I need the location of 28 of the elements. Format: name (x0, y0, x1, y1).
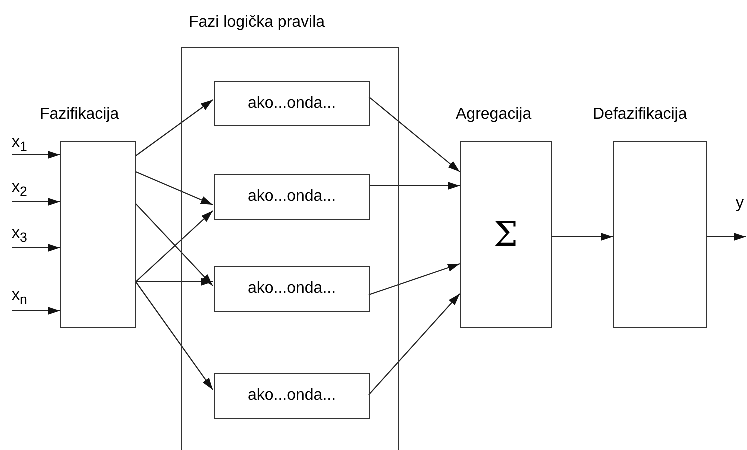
arrow (12, 307, 60, 315)
arrow (12, 198, 60, 206)
arrow (368, 96, 460, 172)
arrow (136, 100, 214, 156)
arrow (707, 233, 746, 241)
arrow (552, 233, 613, 241)
arrow (12, 244, 60, 252)
arrow (136, 278, 213, 286)
stage-heading: Agregacija (456, 106, 532, 124)
arrow (12, 151, 60, 159)
arrow (136, 172, 214, 206)
rule-text: ako...onda... (246, 280, 338, 298)
signal-label: y (736, 196, 744, 212)
signal-label: x$_{2}$ (12, 180, 28, 199)
sum-symbol: Σ (492, 214, 520, 254)
arrow (136, 282, 214, 390)
stage-heading: Defazifikacija (593, 106, 688, 124)
arrow (369, 182, 460, 190)
stage-heading: Fazi logička pravila (189, 14, 326, 32)
signal-label: x$_{1}$ (12, 135, 28, 154)
rule-text: ako...onda... (246, 387, 338, 405)
signal-label: x$_{3}$ (12, 226, 28, 245)
arrow (368, 294, 460, 396)
arrow (368, 263, 460, 296)
stage-heading: Fazifikacija (40, 106, 120, 124)
signal-label: x$_{n}$ (12, 288, 28, 307)
rule-text: ako...onda... (246, 94, 338, 112)
rule-text: ako...onda... (246, 188, 338, 206)
